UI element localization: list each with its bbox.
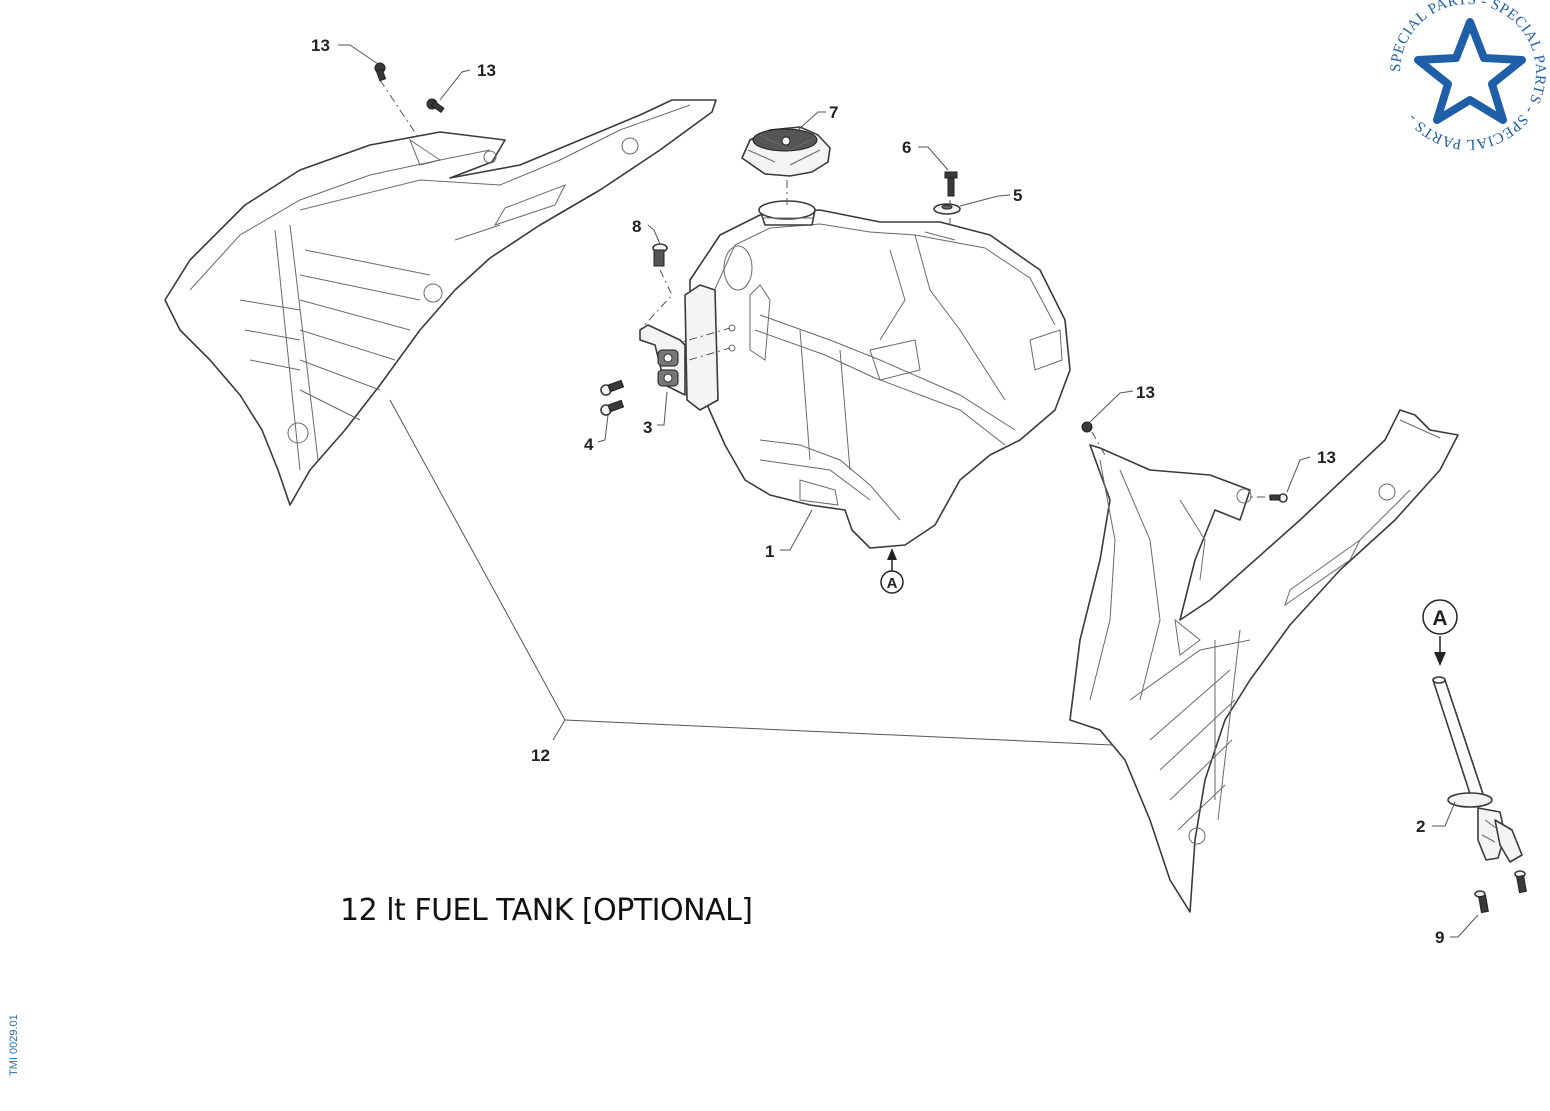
screw-9-right bbox=[1514, 870, 1527, 894]
callout-13: 13 bbox=[1317, 448, 1336, 467]
screw-6 bbox=[944, 171, 958, 197]
fuel-tank bbox=[684, 200, 1071, 549]
callout-4: 4 bbox=[584, 435, 594, 454]
grommet-5 bbox=[933, 203, 961, 215]
detail-marker-label: A bbox=[887, 575, 898, 592]
detail-marker-a-tank: A bbox=[880, 548, 904, 594]
screw-13-right-upper bbox=[1081, 421, 1093, 433]
callout-3: 3 bbox=[643, 418, 652, 437]
callout-8: 8 bbox=[632, 217, 641, 236]
diagram-title: 12 lt FUEL TANK [OPTIONAL] bbox=[340, 893, 753, 928]
callout-13: 13 bbox=[311, 36, 330, 55]
callout-7: 7 bbox=[829, 103, 838, 122]
star-icon bbox=[1414, 18, 1526, 124]
screw-4-upper bbox=[600, 379, 625, 396]
special-parts-badge: SPECIAL PARTS - SPECIAL PARTS - SPECIAL … bbox=[1388, 0, 1548, 152]
assembly-axis bbox=[639, 269, 673, 331]
callout-6: 6 bbox=[902, 138, 911, 157]
screw-4-lower bbox=[600, 399, 625, 416]
callout-13: 13 bbox=[1136, 383, 1155, 402]
bracket bbox=[639, 324, 686, 396]
assembly-axis bbox=[1091, 431, 1106, 456]
callout-1: 1 bbox=[765, 542, 774, 561]
callout-13: 13 bbox=[477, 61, 496, 80]
fuel-cap bbox=[741, 126, 831, 177]
screw-13-top-left bbox=[374, 62, 387, 82]
detail-marker-a-tap: A bbox=[1422, 599, 1458, 666]
assembly-axis bbox=[671, 327, 731, 346]
screw-13-right bbox=[1269, 493, 1288, 503]
leader-lines bbox=[338, 44, 1479, 938]
detail-marker-label: A bbox=[1432, 607, 1447, 630]
right-side-panel bbox=[1069, 409, 1459, 913]
callout-12: 12 bbox=[531, 746, 550, 765]
assembly-axis bbox=[671, 347, 731, 366]
screw-13-top bbox=[426, 98, 445, 114]
callout-9: 9 bbox=[1435, 928, 1444, 947]
drawing-code: TMI 0029.01 bbox=[8, 1014, 20, 1076]
callout-2: 2 bbox=[1416, 817, 1425, 836]
callout-5: 5 bbox=[1013, 186, 1022, 205]
callouts: 13 13 7 6 5 8 3 4 1 13 13 12 2 9 bbox=[311, 36, 1444, 947]
fuel-tap bbox=[1432, 676, 1523, 863]
screw-9-left bbox=[1474, 890, 1489, 914]
assembly-axis bbox=[379, 79, 421, 141]
left-side-panel bbox=[164, 99, 717, 506]
screw-8 bbox=[652, 243, 668, 267]
